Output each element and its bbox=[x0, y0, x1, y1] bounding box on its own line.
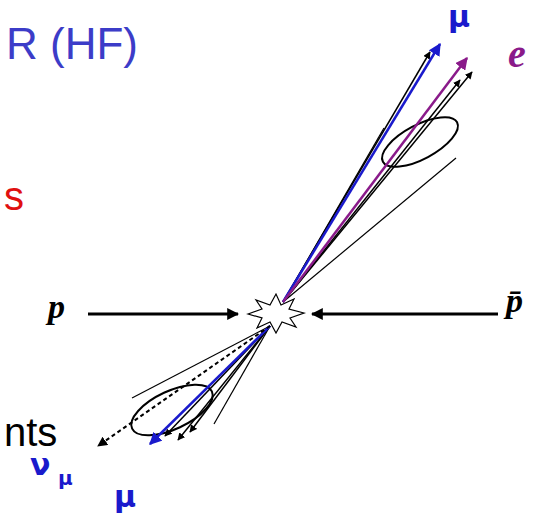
slide-text: nts bbox=[4, 412, 57, 452]
beam-label: p bbox=[48, 290, 65, 324]
particle-subscript: μ bbox=[58, 468, 73, 488]
lower-jet bbox=[98, 326, 270, 446]
beam-arrow bbox=[88, 313, 238, 316]
beam-arrow bbox=[312, 313, 498, 316]
slide-title: R (HF) bbox=[6, 22, 138, 66]
particle-label: e bbox=[508, 34, 526, 74]
particle-label: ν bbox=[30, 450, 50, 480]
slide-text: s bbox=[4, 176, 24, 216]
upper-jet bbox=[283, 44, 472, 302]
collision-burst bbox=[248, 294, 304, 333]
particle-label: μ bbox=[114, 482, 136, 512]
particle-label: μ bbox=[448, 2, 470, 32]
beam-label: p̄ bbox=[506, 284, 523, 318]
